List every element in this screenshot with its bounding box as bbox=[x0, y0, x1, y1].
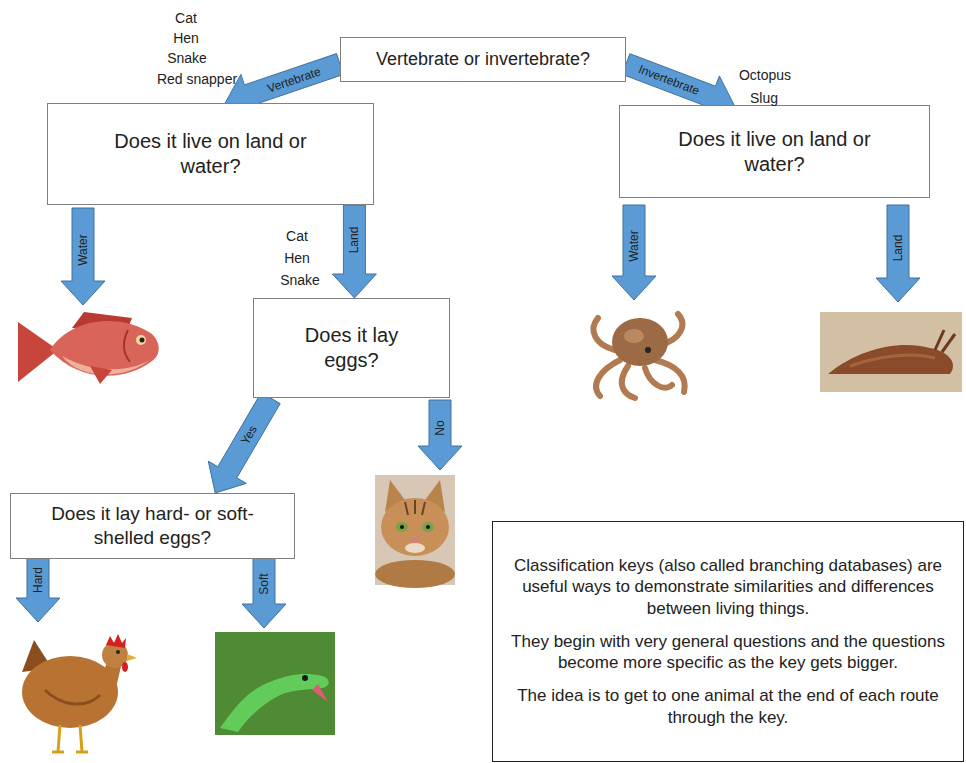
question-box: Does it lay hard- or soft-shelled eggs? bbox=[10, 493, 295, 559]
block-arrow bbox=[332, 205, 376, 298]
animal-name: Snake bbox=[167, 51, 207, 65]
node-text: Vertebrate or invertebrate? bbox=[376, 48, 590, 71]
land-arrow bbox=[876, 205, 920, 302]
arrow-label: Land bbox=[348, 226, 360, 253]
question-box: Does it live on land or water? bbox=[47, 103, 374, 205]
info-box: Classification keys (also called branchi… bbox=[492, 521, 964, 762]
water-arrow bbox=[61, 208, 105, 305]
hen-picture bbox=[22, 634, 137, 752]
red-snapper-picture bbox=[18, 312, 159, 384]
animal-name: Cat bbox=[286, 229, 308, 243]
node-text: Classification keys (also called branchi… bbox=[509, 555, 947, 619]
node-text: Does it lay eggs? bbox=[284, 323, 419, 373]
snake-picture bbox=[215, 632, 335, 735]
block-arrow bbox=[208, 392, 280, 493]
arrow-label: Land bbox=[892, 235, 904, 262]
animal-name: Snake bbox=[280, 273, 320, 287]
arrow-label: Water bbox=[77, 234, 89, 266]
node-text: Does it lay hard- or soft-shelled eggs? bbox=[23, 502, 282, 550]
arrow-label: Soft bbox=[258, 573, 270, 594]
question-box: Does it lay eggs? bbox=[253, 298, 450, 398]
water-arrow bbox=[612, 205, 656, 300]
node-text: Does it live on land or water? bbox=[655, 127, 894, 177]
slug-picture bbox=[820, 312, 962, 392]
question-box: Vertebrate or invertebrate? bbox=[340, 37, 626, 82]
animal-name: Octopus bbox=[739, 68, 791, 82]
cat-picture bbox=[375, 475, 455, 588]
arrow-label: Water bbox=[628, 230, 640, 262]
animal-name: Slug bbox=[750, 91, 778, 105]
node-text: They begin with very general questions a… bbox=[509, 631, 947, 674]
node-text: Does it live on land or water? bbox=[88, 129, 333, 179]
no-arrow bbox=[418, 400, 462, 470]
node-text: The idea is to get to one animal at the … bbox=[509, 685, 947, 728]
animal-name: Hen bbox=[284, 251, 310, 265]
animal-name: Hen bbox=[173, 31, 199, 45]
arrow-label: No bbox=[434, 420, 446, 435]
soft-arrow bbox=[242, 555, 286, 628]
animal-name: Cat bbox=[175, 11, 197, 25]
question-box: Does it live on land or water? bbox=[619, 105, 930, 198]
arrow-label: Hard bbox=[32, 567, 44, 593]
hard-arrow bbox=[16, 555, 60, 622]
animal-name: Red snapper bbox=[157, 72, 237, 86]
octopus-picture bbox=[593, 314, 684, 398]
